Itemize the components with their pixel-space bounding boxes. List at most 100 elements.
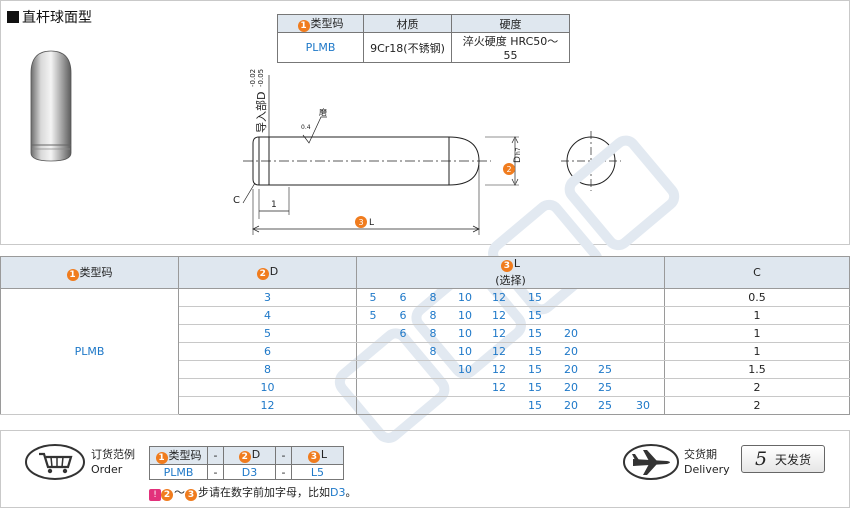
- l-value: 15: [528, 327, 542, 340]
- d-cell: 10: [178, 378, 357, 397]
- numbered-badge-icon: 1: [155, 452, 168, 464]
- page-title-text: 直杆球面型: [22, 10, 92, 26]
- delivery-days: 5: [754, 448, 768, 470]
- l-value: 30: [636, 399, 650, 412]
- l-value: 15: [528, 363, 542, 376]
- d-cell: 4: [178, 306, 357, 325]
- d-cell: 12: [178, 396, 357, 415]
- numbered-badge-icon: [355, 216, 367, 228]
- type-code-cell: PLMB: [0, 288, 179, 415]
- spec-header-hardness: 硬度: [451, 14, 570, 33]
- delivery-unit: 天发货: [775, 452, 812, 467]
- l-value: 8: [429, 345, 437, 358]
- l-value: 20: [564, 399, 578, 412]
- c-cell: 2: [664, 396, 850, 415]
- l-cell: 15 20 25 30: [356, 396, 665, 415]
- guide-tolerance-lower: -0.05: [257, 69, 265, 87]
- numbered-badge-icon: 1: [66, 269, 79, 281]
- d-cell: 8: [178, 360, 357, 379]
- drawing-num-2: 2: [506, 165, 511, 174]
- delivery-badge: 5 天发货: [741, 445, 825, 473]
- c-cell: 1.5: [664, 360, 850, 379]
- c-cell: 1: [664, 324, 850, 343]
- l-value: 6: [399, 309, 407, 322]
- l-value: 8: [429, 309, 437, 322]
- airplane-icon: [623, 444, 679, 480]
- l-value: 12: [492, 327, 506, 340]
- numbered-badge-icon: 2: [238, 451, 251, 463]
- l-cell: 8 10 12 15 20: [356, 342, 665, 361]
- numbered-badge-icon: 3: [307, 451, 320, 463]
- l-value: 15: [528, 309, 542, 322]
- order-label: 订货范例 Order: [91, 448, 135, 476]
- l-value: 10: [458, 363, 472, 376]
- order-d-value: D3: [223, 464, 276, 480]
- l-value: 15: [528, 291, 542, 304]
- guide-diameter-label: 导入部D: [254, 92, 268, 133]
- numbered-badge-icon: [503, 163, 515, 175]
- l-value: 6: [399, 327, 407, 340]
- numbered-badge-icon: 2: [161, 489, 173, 501]
- l-value: 25: [598, 363, 612, 376]
- col-header-c: C: [664, 256, 850, 289]
- guide-length-label: 1: [271, 200, 277, 210]
- numbered-badge-icon: 3: [500, 260, 513, 272]
- spec-hardness: 淬火硬度 HRC50～55: [451, 32, 570, 63]
- chamfer-label: C: [233, 195, 240, 206]
- l-value: 15: [528, 399, 542, 412]
- l-value: 12: [492, 363, 506, 376]
- c-cell: 2: [664, 378, 850, 397]
- spec-type-code: PLMB: [277, 32, 364, 63]
- l-value: 10: [458, 291, 472, 304]
- l-value: 25: [598, 381, 612, 394]
- c-cell: 1: [664, 306, 850, 325]
- l-value: 8: [429, 291, 437, 304]
- l-value: 25: [598, 399, 612, 412]
- l-value: 10: [458, 345, 472, 358]
- numbered-badge-icon: 1: [297, 20, 310, 32]
- numbered-badge-icon: 2: [256, 268, 269, 280]
- c-cell: 0.5: [664, 288, 850, 307]
- guide-tolerance-upper: -0.02: [249, 69, 257, 87]
- l-value: 20: [564, 363, 578, 376]
- l-value: 20: [564, 345, 578, 358]
- l-value: 10: [458, 309, 472, 322]
- grind-label: 磨: [319, 107, 327, 117]
- l-value: 12: [492, 309, 506, 322]
- table-row: 12 15 20 25 30 2: [1, 396, 850, 415]
- exclamation-note-icon: !: [149, 489, 161, 501]
- l-value: 12: [492, 291, 506, 304]
- d-cell: 5: [178, 324, 357, 343]
- l-cell: 10 12 15 20 25: [356, 360, 665, 379]
- delivery-label: 交货期 Delivery: [684, 448, 730, 476]
- diameter-tolerance: h7: [515, 147, 522, 155]
- numbered-badge-icon: 3: [185, 489, 197, 501]
- diameter-label: D: [513, 156, 523, 163]
- l-value: 12: [492, 345, 506, 358]
- spec-material: 9Cr18(不锈钢): [363, 32, 452, 63]
- d-cell: 3: [178, 288, 357, 307]
- title-bullet-icon: [7, 11, 19, 23]
- technical-drawing: 导入部D -0.02 -0.05 磨 0.4 2 D h7 C 1 3 L: [233, 69, 621, 235]
- order-type-value: PLMB: [149, 464, 208, 480]
- l-value: 20: [564, 327, 578, 340]
- l-value: 15: [528, 345, 542, 358]
